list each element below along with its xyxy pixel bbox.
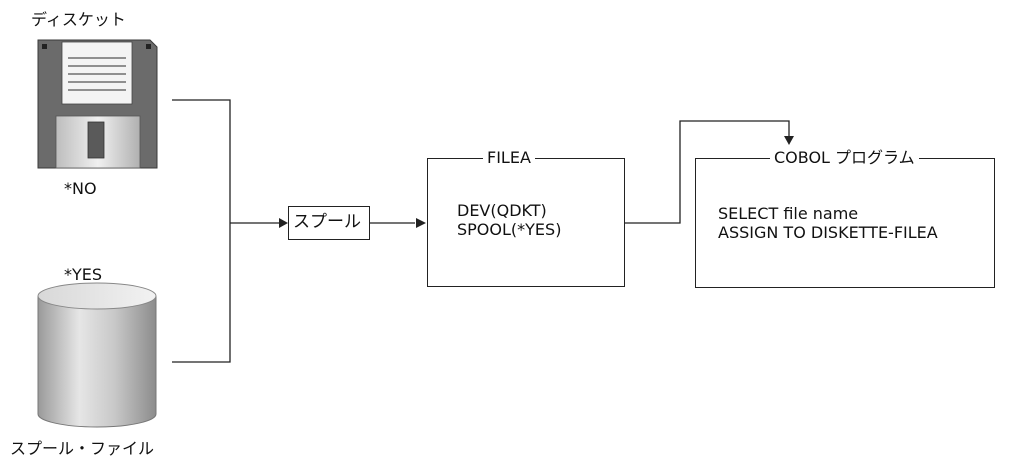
cobol-program-box: COBOL プログラム SELECT file name ASSIGN TO D…	[695, 148, 995, 288]
spool-box-label: スプール	[293, 212, 361, 232]
spool-file-cylinder-icon	[37, 282, 157, 428]
cobol-line-select: SELECT file name	[718, 204, 859, 223]
spool-file-label: スプール・ファイル	[10, 439, 155, 458]
spool-file-option: *YES	[64, 265, 103, 284]
arrow-to-spool-icon	[279, 218, 288, 228]
filea-title: FILEA	[483, 148, 535, 168]
filea-box: FILEA DEV(QDKT) SPOOL(*YES)	[427, 148, 625, 287]
cobol-title: COBOL プログラム	[770, 148, 919, 168]
diskette-icon	[37, 39, 158, 169]
filea-line-dev: DEV(QDKT)	[457, 201, 547, 220]
filea-line-spool: SPOOL(*YES)	[457, 220, 562, 239]
diskette-option: *NO	[64, 179, 97, 198]
spool-box: スプール	[288, 206, 370, 240]
connector-lines	[172, 99, 790, 363]
cobol-line-assign: ASSIGN TO DISKETTE-FILEA	[718, 223, 938, 242]
diskette-label: ディスケット	[31, 10, 126, 29]
arrow-to-filea-icon	[416, 218, 426, 228]
arrow-to-cobol-icon	[784, 136, 794, 145]
